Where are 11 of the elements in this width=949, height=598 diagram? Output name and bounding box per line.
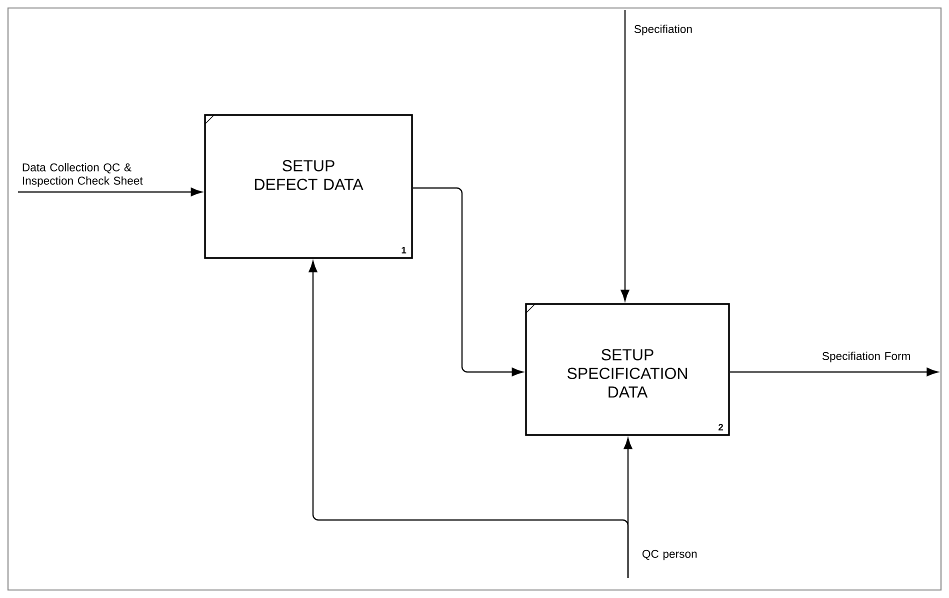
arrow: [730, 368, 938, 376]
edge-label: Specifiation Form: [822, 352, 910, 362]
arrow: [18, 188, 202, 196]
process-box: SETUP SPECIFICATION DATA 2: [525, 303, 730, 436]
edge-label: QC person: [642, 550, 697, 560]
process-box: SETUP DEFECT DATA 1: [204, 114, 413, 259]
arrow: [620, 10, 630, 302]
arrow: [412, 187, 524, 376]
edge-label: Data Collection QC & Inspection Check Sheet: [22, 163, 143, 187]
arrow: [308, 260, 629, 578]
edge-label: Specifiation: [634, 24, 692, 36]
